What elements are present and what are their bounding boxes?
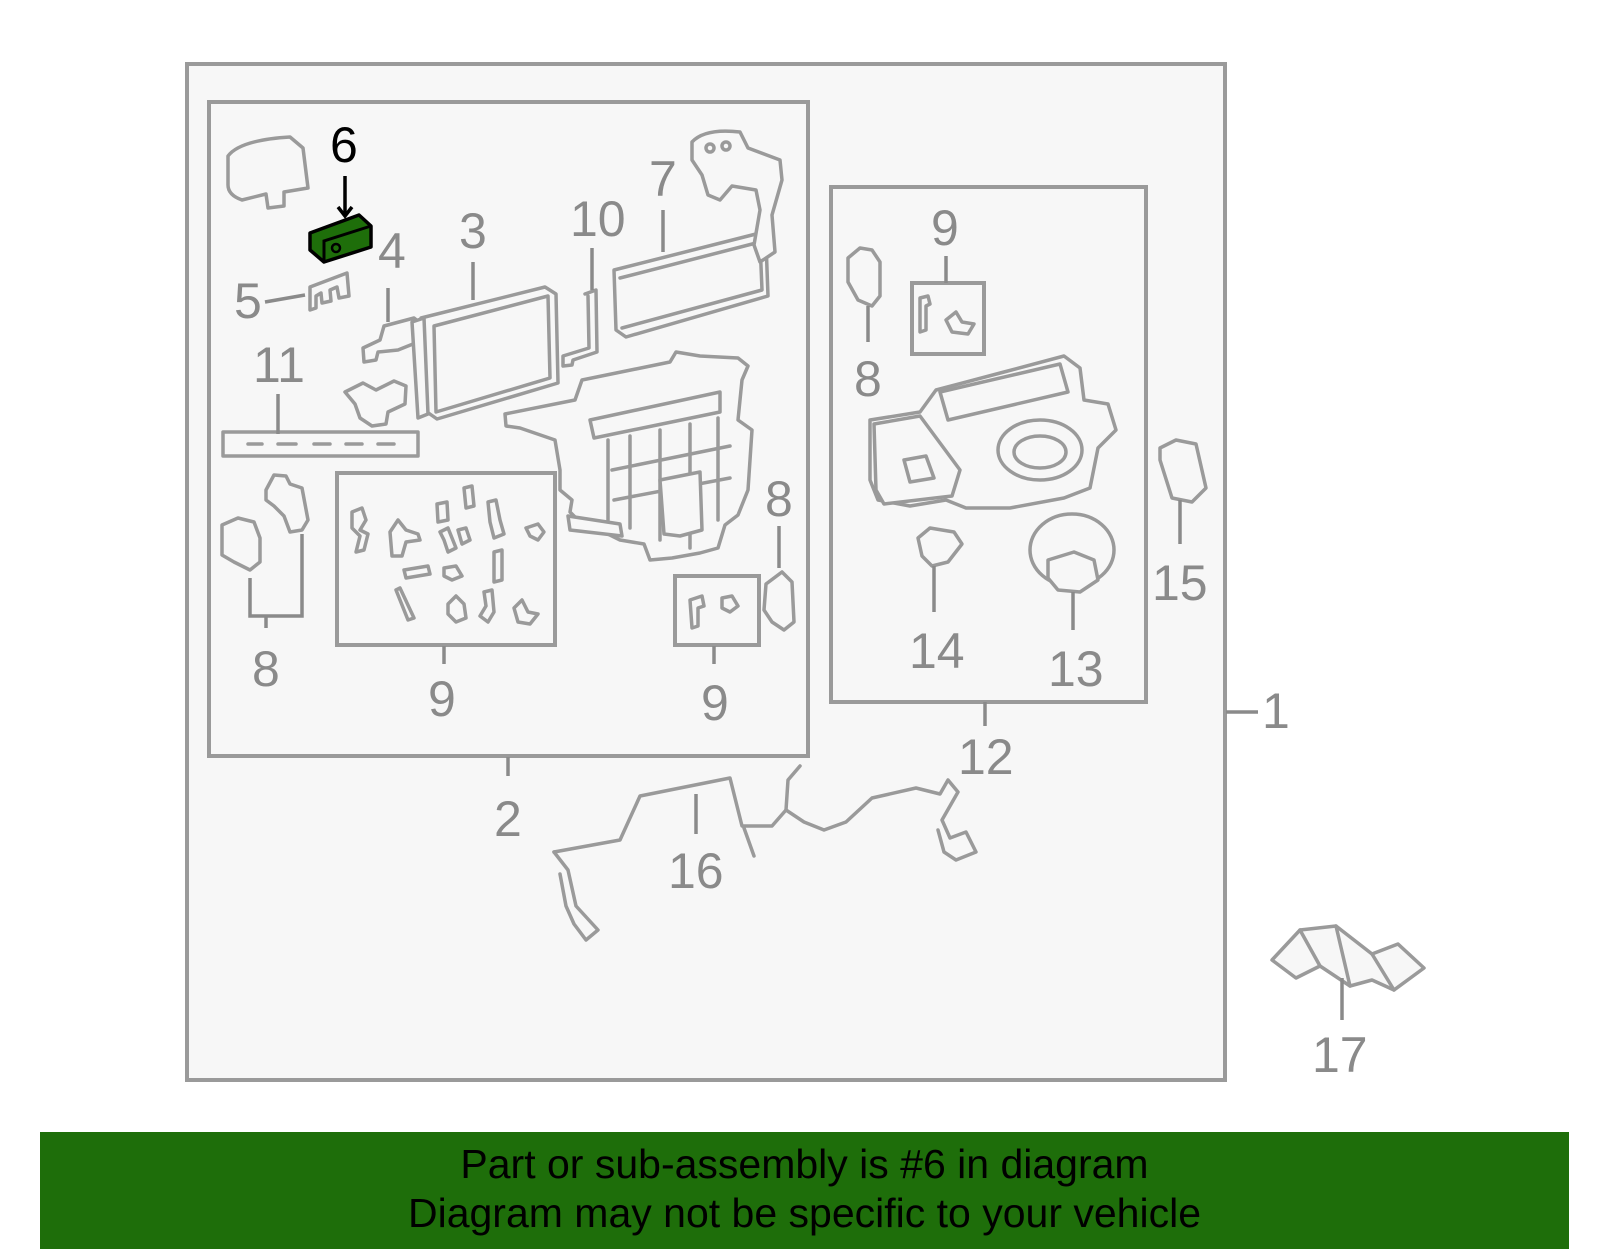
banner-line-2: Diagram may not be specific to your vehi… <box>407 1190 1201 1236</box>
hvac-case-duct <box>658 470 704 538</box>
part-3-tank <box>410 316 430 420</box>
info-banner: Part or sub-assembly is #6 in diagram Di… <box>40 1132 1569 1249</box>
callout-12: 12 <box>958 729 1014 785</box>
part-6-hole <box>330 242 342 254</box>
part-8a <box>220 516 262 572</box>
kit-9-parts-a <box>350 484 546 626</box>
blower-scroll <box>996 418 1084 482</box>
callout-2: 2 <box>494 791 522 847</box>
kit-9-box-a <box>335 471 557 647</box>
part-8d <box>846 246 882 308</box>
callout-5: 5 <box>234 273 262 329</box>
kit-9-parts-b <box>688 594 740 630</box>
callout-17: 17 <box>1312 1027 1368 1083</box>
part-7-port-b <box>720 140 732 152</box>
part-4b <box>343 379 408 428</box>
part-16-harness-b <box>552 850 600 942</box>
callout-11: 11 <box>253 337 305 393</box>
callout-8-mid: 8 <box>765 471 793 527</box>
part-5-clip <box>308 271 351 312</box>
part-8c <box>762 570 796 632</box>
hvac-case-detail-a <box>588 390 722 440</box>
leader-lines <box>248 176 1344 1020</box>
callout-13: 13 <box>1048 641 1104 697</box>
callout-9-left: 9 <box>428 671 456 727</box>
callout-9-mid: 9 <box>701 675 729 731</box>
blower-scroll-inner <box>1012 434 1068 470</box>
callout-9-right: 9 <box>931 200 959 256</box>
callout-10: 10 <box>570 191 626 247</box>
blower-inlet-window <box>902 454 936 484</box>
part-3-core-inner <box>432 294 552 414</box>
part-7-port-a <box>704 142 716 154</box>
callout-15: 15 <box>1152 555 1208 611</box>
callout-16: 16 <box>668 843 724 899</box>
hvac-case-foot <box>566 514 624 538</box>
callout-7: 7 <box>649 151 677 207</box>
part-17-hose-detail <box>1298 924 1396 992</box>
callout-8-left: 8 <box>252 641 280 697</box>
callout-1: 1 <box>1262 683 1290 739</box>
blower-case-detail <box>938 362 1070 422</box>
kit-9-parts-c <box>918 294 976 336</box>
part-7-evaporator-inner <box>618 240 764 330</box>
part-6-edge <box>322 224 372 262</box>
callout-14: 14 <box>909 623 965 679</box>
blower-inlet <box>872 414 962 506</box>
callout-3: 3 <box>459 203 487 259</box>
part-8b <box>264 473 310 534</box>
part-14-resistor <box>916 526 964 568</box>
parts-diagram: 6 5 4 3 10 7 11 8 9 9 8 2 9 8 14 13 15 1… <box>185 62 1426 1083</box>
callout-4: 4 <box>378 223 406 279</box>
part-13-motor-base <box>1046 550 1100 594</box>
part-15 <box>1158 438 1208 504</box>
part-16-harness <box>552 776 978 862</box>
part-16-harness-d <box>742 826 756 858</box>
part-10-bracket <box>561 288 599 368</box>
cover-part <box>226 135 310 210</box>
kit-9-box-b <box>673 574 761 647</box>
callout-8-right: 8 <box>854 351 882 407</box>
part-16-harness-c <box>784 764 802 812</box>
part-7-pipes <box>690 129 784 264</box>
callout-6: 6 <box>330 117 358 173</box>
banner-line-1: Part or sub-assembly is #6 in diagram <box>460 1141 1149 1187</box>
